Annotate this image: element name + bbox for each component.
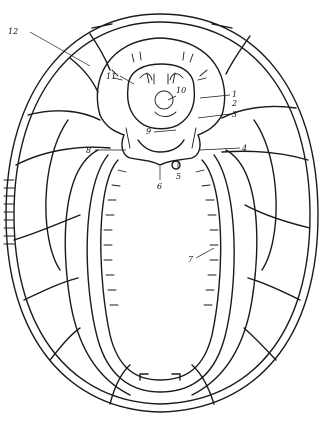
marginal-spines: [4, 180, 14, 244]
peripheral-plates: [14, 24, 310, 404]
labels: 12 11 10 1 2 3 9 8 4 6 5 7: [8, 27, 247, 264]
label-1: 1: [232, 90, 237, 99]
label-4: 4: [241, 144, 247, 153]
head-structures: [112, 52, 207, 129]
label-2: 2: [231, 99, 237, 108]
outer-shell: [6, 14, 318, 412]
neck-junction: [122, 128, 200, 169]
label-7: 7: [188, 255, 194, 264]
label-10: 10: [176, 86, 186, 95]
label-3: 3: [232, 110, 237, 119]
label-8: 8: [86, 146, 91, 155]
head-shield: [97, 38, 224, 135]
label-9: 9: [146, 127, 151, 136]
label-11: 11: [106, 72, 116, 81]
label-5: 5: [176, 172, 181, 181]
label-6: 6: [157, 182, 162, 191]
lateral-folds: [46, 120, 276, 395]
label-12: 12: [8, 27, 18, 36]
